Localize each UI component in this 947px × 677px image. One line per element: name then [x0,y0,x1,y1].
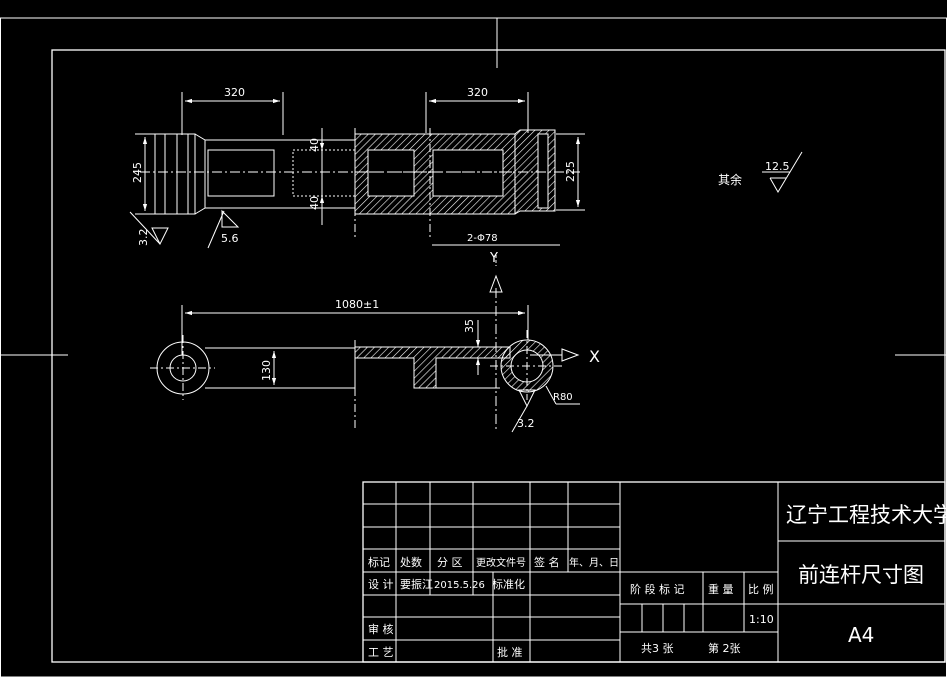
university-name: 辽宁工程技术大学 [786,503,947,527]
rev-header-mark: 标记 [368,555,390,569]
rev-header-zone: 分 区 [437,556,463,569]
dim-rib-lower: 40 [308,196,321,210]
design-label: 设 计 [368,578,394,591]
total-sheets: 共3 张 [641,642,674,655]
dim-rib-upper: 40 [308,138,321,152]
dim-holes: 2-Φ78 [467,233,498,244]
dim-height: 130 [260,360,273,381]
sheet-size: A4 [848,623,874,647]
dim-right-width: 320 [467,86,488,99]
approve-label: 批 准 [497,645,523,659]
dim-offset: 35 [463,319,476,333]
weight-label: 重 量 [708,582,734,596]
rev-header-count: 处数 [400,556,422,569]
rev-header-date: 年、月、日 [569,556,619,569]
title-block-text: 辽宁工程技术大学 前连杆尺寸图 A4 标记 处数 分 区 更改文件号 签 名 年… [368,503,947,659]
other-roughness-value: 12.5 [765,160,790,173]
title-block [362,481,946,663]
sheet-number: 第 2张 [708,641,741,655]
dim-left-height: 245 [131,162,144,183]
top-view [129,92,585,249]
rev-header-doc: 更改文件号 [476,556,526,569]
dim-radius: R80 [553,392,573,403]
front-view [150,255,580,433]
designer-name: 要振江 [400,577,433,591]
review-label: 审 核 [368,622,394,636]
axis-x-label: X [589,347,600,366]
roughness-bottom: 5.6 [221,232,239,245]
drawing-title: 前连杆尺寸图 [798,563,924,587]
roughness-eye: 3.2 [517,417,535,430]
other-roughness: 其余 12.5 [718,151,803,193]
top-view-labels: 320 320 245 225 40 40 2-Φ78 3.2 5.6 [131,86,577,246]
dim-right-height: 225 [564,161,577,182]
axis-y-label: Y [489,251,498,266]
dim-length: 1080±1 [335,298,379,311]
scale-label: 比 例 [748,582,774,596]
other-roughness-label: 其余 [718,172,742,187]
scale-value: 1:10 [749,613,774,626]
process-label: 工 艺 [368,646,394,659]
stage-label: 阶 段 标 记 [630,582,685,596]
dim-left-width: 320 [224,86,245,99]
front-view-labels: 1080±1 130 35 R80 3.2 X Y [260,251,600,430]
rev-header-sign: 签 名 [534,555,560,569]
standardize-label: 标准化 [492,577,525,591]
design-date: 2015.5.26 [434,580,485,591]
roughness-left-end: 3.2 [137,229,150,247]
